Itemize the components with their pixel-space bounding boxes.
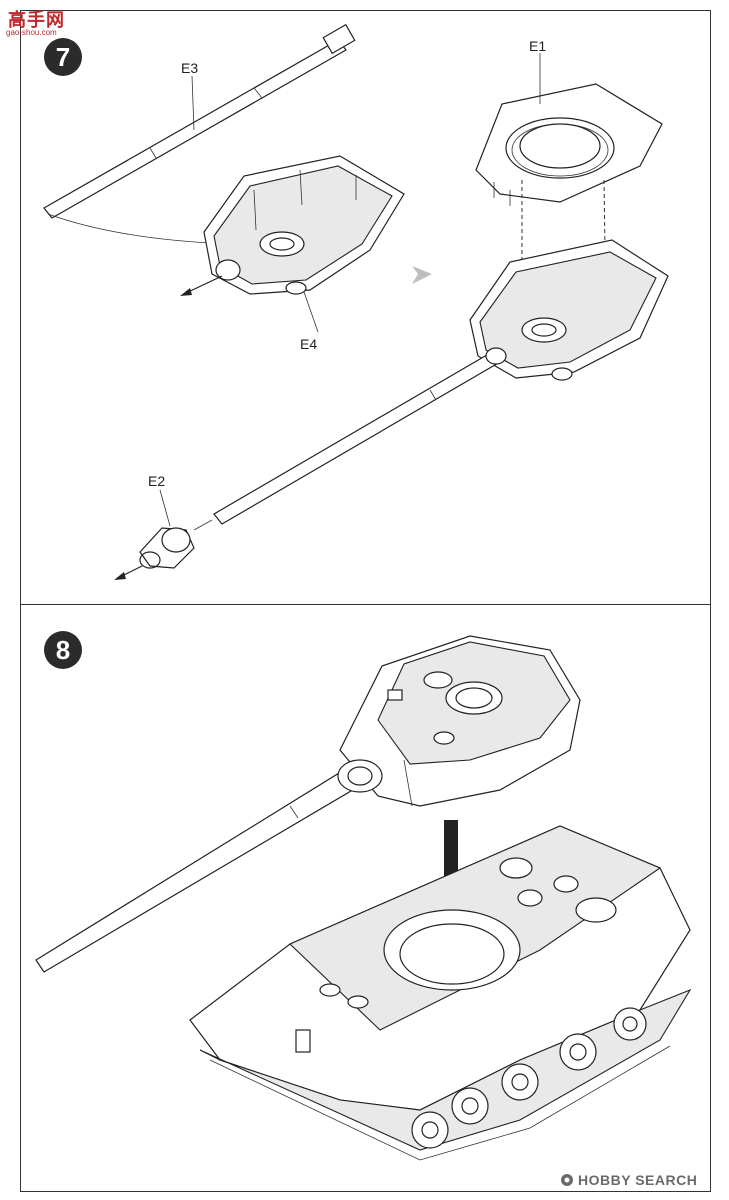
step-7-badge: 7 xyxy=(44,38,82,76)
tank-hull-icon xyxy=(189,825,691,1111)
turret-icon xyxy=(339,635,581,807)
hobby-search-watermark: HOBBY SEARCH xyxy=(560,1170,697,1190)
part-label-e1: E1 xyxy=(529,38,547,54)
barrel-assembled-icon xyxy=(213,347,507,525)
part-label-e3: E3 xyxy=(181,60,199,76)
main-gun-barrel-icon xyxy=(35,759,383,973)
turret-top-e1-icon xyxy=(475,53,663,206)
turret-assembled-icon xyxy=(469,239,669,381)
watermark-hobby-search-text: HOBBY SEARCH xyxy=(578,1172,698,1188)
part-label-e4: E4 xyxy=(300,336,318,352)
turret-lower-e4-icon xyxy=(203,155,405,333)
muzzle-e2-icon xyxy=(139,489,213,569)
page-frame xyxy=(20,10,711,1192)
part-label-e2: E2 xyxy=(148,473,166,489)
watermark-title: 高手网 xyxy=(8,10,65,30)
step-divider xyxy=(20,604,711,605)
step-7-number: 7 xyxy=(55,41,71,72)
track-assembly-icon xyxy=(199,988,692,1161)
hobby-search-logo-icon xyxy=(561,1174,573,1186)
watermark-subtitle: gao-shou.com xyxy=(6,28,57,37)
step-8-number: 8 xyxy=(55,634,71,665)
step-8-badge: 8 xyxy=(44,631,82,669)
site-watermark-logo: 高手网 gao-shou.com xyxy=(2,2,122,40)
triangle-arrow-icon xyxy=(412,266,432,284)
